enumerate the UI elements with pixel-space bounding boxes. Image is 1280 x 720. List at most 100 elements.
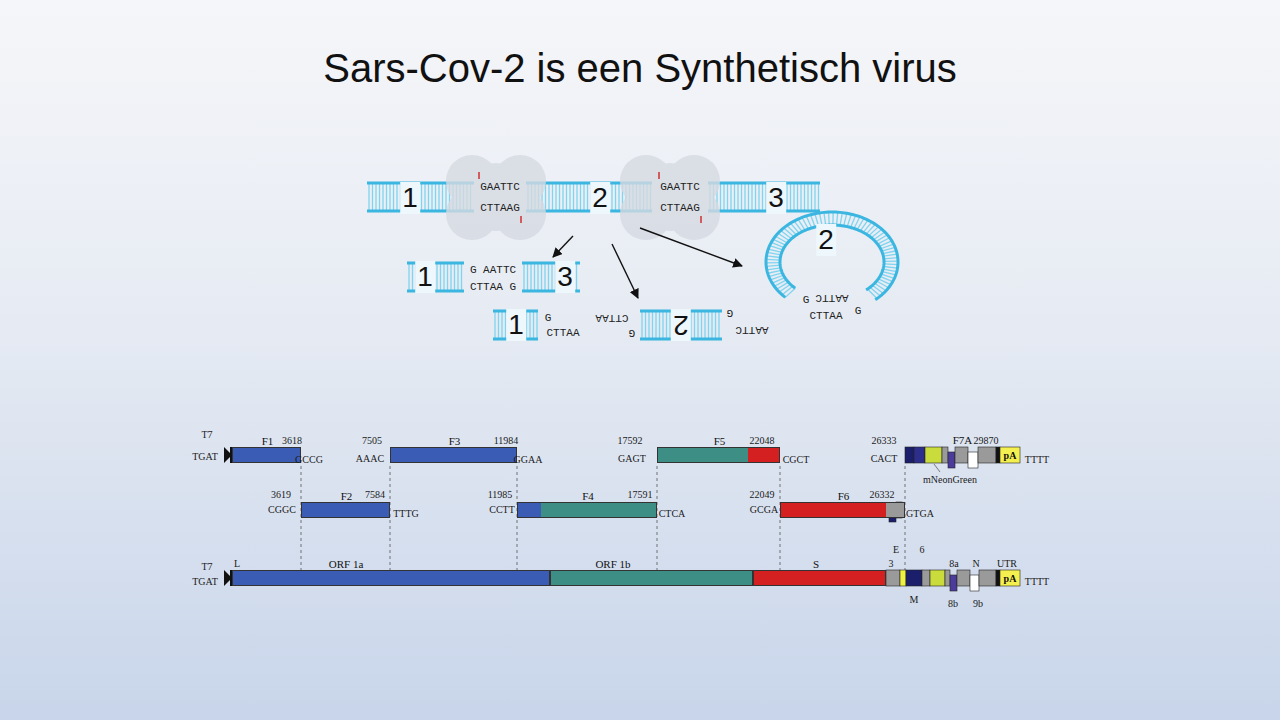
- base-pair: [501, 311, 502, 339]
- base-pair: [800, 183, 801, 211]
- base-pair: [730, 183, 731, 211]
- map-label: TTTT: [1025, 576, 1049, 587]
- base-pair: [645, 311, 646, 339]
- map-label: UTR: [997, 558, 1017, 569]
- sequence-text: CTTAAG: [480, 202, 520, 214]
- map-label: GCCG: [295, 454, 323, 465]
- fragment-bar: F1: [232, 447, 301, 463]
- map-label: TTTG: [393, 508, 419, 519]
- fragment-number: 1: [415, 261, 435, 293]
- map-label: CGCT: [783, 454, 810, 465]
- base-pair: [755, 183, 756, 211]
- base-pair: [541, 263, 542, 291]
- base-pair: [445, 183, 446, 211]
- base-pair: [618, 183, 619, 211]
- fragment-bar: ORF 1a: [232, 570, 550, 586]
- sequence-text: GAATTC: [480, 181, 520, 193]
- base-pair: [424, 183, 425, 211]
- map-label: T7: [201, 561, 212, 572]
- base-pair: [537, 263, 538, 291]
- base-pair: [555, 183, 556, 211]
- base-pair: [523, 263, 524, 291]
- base-pair: [498, 311, 499, 339]
- base-pair: [741, 183, 742, 211]
- base-pair: [576, 183, 577, 211]
- base-pair: [573, 183, 574, 211]
- base-pair: [837, 212, 838, 225]
- base-pair: [704, 311, 705, 339]
- base-pair: [408, 263, 409, 291]
- base-pair: [766, 256, 780, 258]
- fragment-bar: F5: [657, 447, 780, 463]
- base-pair: [766, 265, 780, 266]
- base-pair: [778, 233, 789, 240]
- map-label: GTGA: [906, 508, 934, 519]
- base-pair: [386, 183, 387, 211]
- base-pair: [751, 183, 752, 211]
- base-pair: [793, 183, 794, 211]
- map-label: 3: [889, 558, 894, 569]
- base-pair: [883, 251, 897, 254]
- fragment-bar: F6: [780, 502, 905, 518]
- fragment-number: 2: [590, 182, 610, 214]
- backbone: [766, 212, 898, 300]
- base-pair: [758, 183, 759, 211]
- base-pair: [884, 267, 898, 269]
- map-label: 8b: [948, 598, 958, 609]
- base-pair: [447, 263, 448, 291]
- base-pair: [869, 227, 879, 236]
- cut-line: [479, 172, 701, 223]
- base-pair: [860, 220, 868, 231]
- fragment-number: 1: [400, 182, 420, 214]
- base-pair: [428, 183, 429, 211]
- base-pair: [767, 268, 781, 270]
- base-pair: [566, 183, 567, 211]
- fragment-name: S: [813, 558, 819, 570]
- restriction-enzyme: [620, 155, 720, 240]
- base-pair: [872, 285, 883, 293]
- base-pair: [534, 263, 535, 291]
- map-label: 22049: [750, 489, 775, 500]
- base-pair: [818, 183, 819, 211]
- base-pair: [435, 183, 436, 211]
- base-pair: [708, 311, 709, 339]
- base-pair: [536, 311, 537, 339]
- map-label: T7: [201, 429, 212, 440]
- base-pair: [443, 263, 444, 291]
- base-pair: [775, 236, 787, 243]
- sequence-text: G: [545, 312, 552, 324]
- sequence-text: G: [629, 327, 636, 339]
- map-label: GGAA: [514, 454, 543, 465]
- map-label: 26332: [870, 489, 895, 500]
- base-pair: [790, 223, 799, 233]
- base-pair: [440, 263, 441, 291]
- map-label: 9b: [973, 598, 983, 609]
- base-pair: [587, 183, 588, 211]
- fragment-name: ORF 1a: [329, 558, 364, 570]
- base-pair: [884, 260, 898, 262]
- fragment-bar: S: [753, 570, 886, 586]
- base-pair: [768, 270, 782, 273]
- map-label: 6: [920, 544, 925, 555]
- base-pair: [576, 263, 577, 291]
- sequence-text: AATTC: [815, 292, 848, 304]
- fragment-bar: F2: [301, 502, 390, 518]
- base-pair: [871, 229, 882, 238]
- fragment-name: F6: [838, 490, 850, 502]
- base-pair: [694, 311, 695, 339]
- base-pair: [436, 263, 437, 291]
- base-pair: [882, 247, 895, 251]
- map-label: E: [893, 544, 899, 555]
- base-pair: [421, 183, 422, 211]
- base-pair: [615, 183, 616, 211]
- base-pair: [748, 183, 749, 211]
- base-pair: [883, 269, 897, 271]
- sequence-text: G: [803, 294, 810, 306]
- base-pair: [804, 183, 805, 211]
- base-pair: [580, 183, 581, 211]
- fragment-number: 2: [671, 309, 691, 341]
- fragment-name: F3: [449, 435, 461, 447]
- base-pair: [718, 311, 719, 339]
- base-pair: [785, 288, 795, 297]
